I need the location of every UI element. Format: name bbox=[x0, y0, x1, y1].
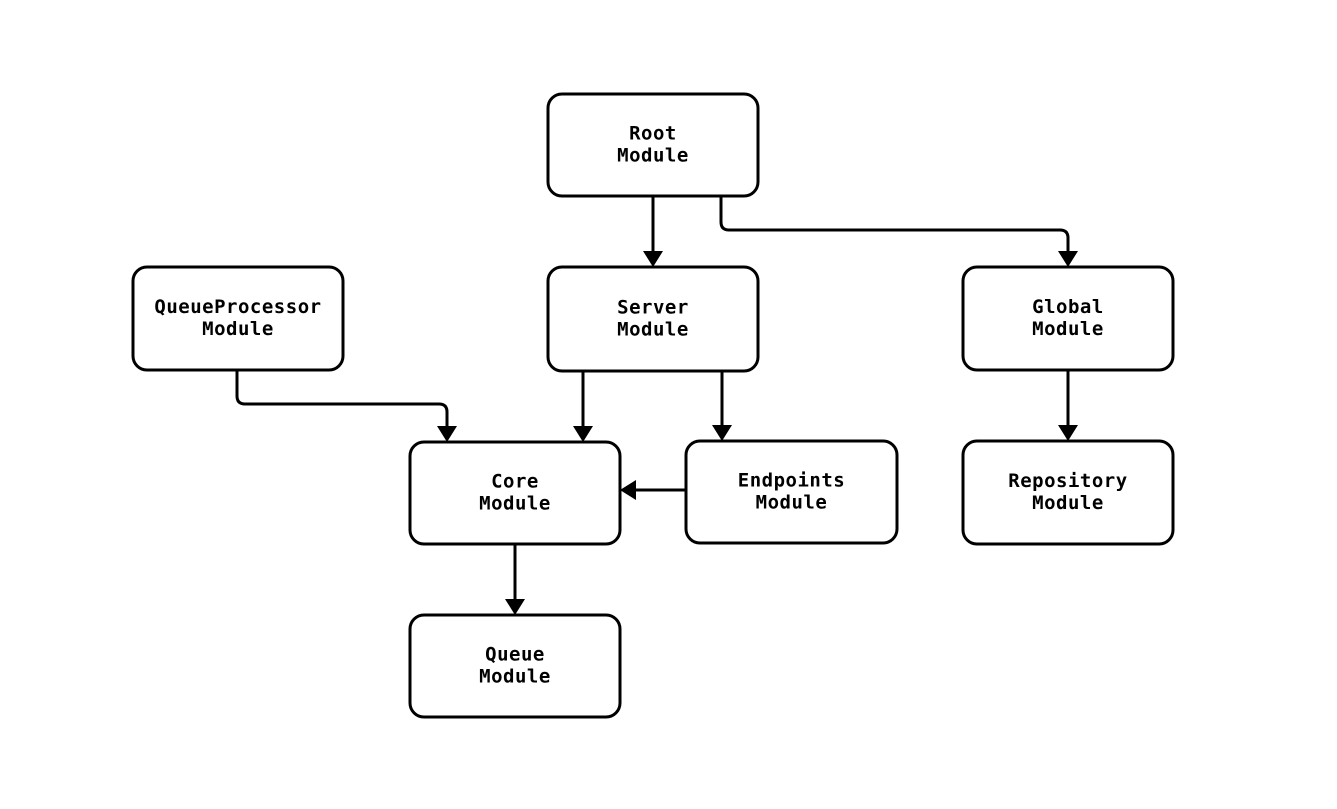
edge-server-to-core bbox=[573, 371, 593, 442]
core-module-label-line1: Core bbox=[491, 471, 539, 493]
repository-module-label-line2: Module bbox=[1032, 492, 1104, 514]
repository-module-box[interactable] bbox=[961, 439, 1175, 546]
edge-server-to-endpoints bbox=[712, 371, 732, 441]
core-module-box[interactable] bbox=[408, 440, 622, 546]
server-module-label-line2: Module bbox=[617, 319, 689, 341]
edge-endpoints-to-core bbox=[620, 480, 686, 500]
global-module-label-line1: Global bbox=[1032, 296, 1104, 318]
queue-module-box[interactable] bbox=[408, 613, 622, 719]
queue-module-label-line1: Queue bbox=[485, 644, 545, 666]
edge-endpoints-to-core-arrowhead-icon bbox=[620, 480, 636, 500]
edge-queueprocessor-to-core-arrowhead-icon bbox=[437, 426, 457, 442]
edge-server-to-endpoints-arrowhead-icon bbox=[712, 425, 732, 441]
endpoints-module-label-line2: Module bbox=[756, 492, 828, 514]
global-module-label-line2: Module bbox=[1032, 318, 1104, 340]
queueprocessor-module-label-line2: Module bbox=[202, 318, 274, 340]
edge-root-to-server bbox=[643, 196, 663, 267]
edge-global-to-repository-arrowhead-icon bbox=[1058, 425, 1078, 441]
edge-root-to-server-arrowhead-icon bbox=[643, 251, 663, 267]
edges-layer bbox=[235, 196, 1078, 615]
root-module-box[interactable] bbox=[546, 92, 760, 198]
edge-core-to-queue bbox=[505, 544, 525, 615]
edge-queueprocessor-to-core-line bbox=[235, 370, 449, 426]
edge-server-to-core-arrowhead-icon bbox=[573, 426, 593, 442]
edge-global-to-repository bbox=[1058, 370, 1078, 441]
edge-root-to-global bbox=[719, 196, 1078, 267]
server-module-label-line1: Server bbox=[617, 297, 689, 319]
queueprocessor-module-box[interactable] bbox=[131, 265, 345, 372]
root-module-label-line1: Root bbox=[629, 123, 677, 145]
edge-queueprocessor-to-core bbox=[235, 370, 457, 442]
queue-module-label-line2: Module bbox=[479, 666, 551, 688]
global-module-box[interactable] bbox=[961, 265, 1175, 372]
endpoints-module-label-line1: Endpoints bbox=[738, 470, 845, 492]
edge-root-to-global-line bbox=[719, 196, 1070, 251]
root-module-label-line2: Module bbox=[617, 145, 689, 167]
core-module-label-line2: Module bbox=[479, 493, 551, 515]
endpoints-module-box[interactable] bbox=[684, 439, 899, 545]
queueprocessor-module-label-line1: QueueProcessor bbox=[154, 296, 321, 318]
edge-core-to-queue-arrowhead-icon bbox=[505, 599, 525, 615]
nodes-layer: RootModuleQueueProcessorModuleServerModu… bbox=[131, 92, 1175, 719]
server-module-box[interactable] bbox=[546, 265, 760, 373]
repository-module-label-line1: Repository bbox=[1008, 470, 1127, 492]
edge-root-to-global-arrowhead-icon bbox=[1058, 251, 1078, 267]
